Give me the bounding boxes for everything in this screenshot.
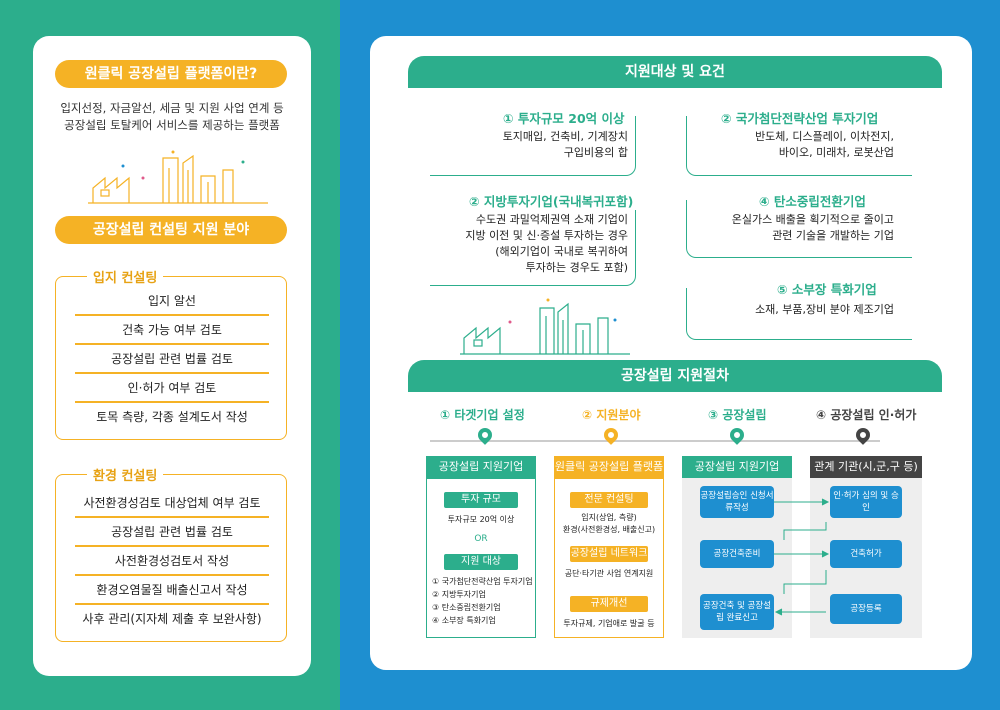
requirement-3-text-2: 지방 이전 및 신·증설 투자하는 경우 (465, 229, 628, 242)
env-item-1: 사전환경성검토 대상업체 여부 검토 (83, 496, 261, 510)
env-item-2: 공장설립 관련 법률 검토 (111, 525, 233, 539)
divider (75, 401, 269, 403)
step-4-label: ④ 공장설립 인·허가 (816, 408, 917, 422)
target-item-2: ② 지방투자기업 (432, 590, 486, 599)
regulation-text: 투자규제, 기업애로 발굴 등 (563, 619, 655, 628)
requirement-3-title: ② 지방투자기업(국내복귀포함) (464, 191, 639, 210)
divider (75, 545, 269, 547)
col-4-box-2: 건축허가 (830, 540, 902, 568)
step-2-label: ② 지원분야 (582, 408, 641, 422)
requirement-5-text-1: 소재, 부품,장비 분야 제조기업 (755, 303, 894, 316)
requirement-3-text-1: 수도권 과밀억제권역 소재 기업이 (475, 213, 628, 226)
requirement-2-title: ② 국가첨단전략산업 투자기업 (716, 108, 884, 127)
col-3-box-1: 공장설립승인 신청서류작성 (700, 486, 774, 518)
divider (75, 314, 269, 316)
requirement-3-text-3: (해외기업이 국내로 복귀하여 (495, 245, 628, 258)
left-panel: 원클릭 공장설립 플랫폼이란? 입지선정, 자금알선, 세금 및 지원 사업 연… (33, 36, 311, 676)
requirement-box-1 (430, 116, 636, 176)
consult-title: 공장설립 컨설팅 지원 분야 (55, 216, 287, 244)
divider (75, 516, 269, 518)
invest-scale-label: 투자 규모 (444, 492, 518, 508)
right-panel: 지원대상 및 요건 ① 투자규모 20억 이상 토지매입, 건축비, 기계장치 … (370, 36, 972, 670)
requirement-box-4 (686, 200, 912, 258)
expert-consult-text-1: 입지(상업, 측량) (581, 513, 637, 522)
col-2-header: 원클릭 공장설립 플랫폼 (554, 456, 664, 478)
invest-scale-text: 투자규모 20억 이상 (447, 515, 515, 524)
env-consult-title: 환경 컨설팅 (87, 465, 164, 484)
requirement-1-text-1: 토지매입, 건축비, 기계장치 (502, 130, 628, 143)
divider (75, 603, 269, 605)
requirement-4-title: ④ 탄소중립전환기업 (754, 191, 871, 210)
expert-consult-text-2: 환경(사전환경성, 배출신고) (562, 525, 656, 534)
step-1-pin-icon (475, 425, 495, 445)
network-label: 공장설립 네트워크 (570, 546, 648, 562)
requirement-3-text-4: 투자하는 경우도 포함) (525, 261, 628, 274)
requirement-box-5 (686, 288, 912, 340)
col-3-header: 공장설립 지원기업 (682, 456, 792, 478)
requirement-box-3 (430, 200, 636, 286)
env-item-5: 사후 관리(지자체 제출 후 보완사항) (82, 612, 262, 626)
factory-illustration (88, 150, 268, 204)
site-item-2: 건축 가능 여부 검토 (122, 323, 222, 337)
step-4-pin-icon (853, 425, 873, 445)
divider (75, 343, 269, 345)
requirement-2-text-2: 바이오, 미래차, 로봇산업 (778, 146, 894, 159)
requirement-4-text-2: 관련 기술을 개발하는 기업 (772, 229, 894, 242)
expert-consult-label: 전문 컨설팅 (570, 492, 648, 508)
site-item-5: 토목 측량, 각종 설계도서 작성 (96, 410, 248, 424)
col-4-box-1: 인·허가 심의 및 승인 (830, 486, 902, 518)
col-3-box-2: 공장건축준비 (700, 540, 774, 568)
requirement-4-text-1: 온실가스 배출을 획기적으로 줄이고 (731, 213, 894, 226)
target-section-title: 지원대상 및 요건 (408, 56, 942, 88)
site-item-3: 공장설립 관련 법률 검토 (111, 352, 233, 366)
col-1-header: 공장설립 지원기업 (426, 456, 536, 478)
site-consult-box (55, 276, 287, 440)
network-text: 공단·타기관 사업 연계지원 (564, 569, 654, 578)
intro-line-2: 공장설립 토탈케어 서비스를 제공하는 플랫폼 (64, 118, 280, 132)
target-item-1: ① 국가첨단전략산업 투자기업 (432, 577, 533, 586)
regulation-label: 규제개선 (570, 596, 648, 612)
divider (75, 372, 269, 374)
flow-arrows (774, 498, 830, 616)
col-3-box-3: 공장건축 및 공장설립 완료신고 (700, 594, 774, 630)
process-section-title: 공장설립 지원절차 (408, 360, 942, 392)
target-item-3: ③ 탄소중립전환기업 (432, 603, 501, 612)
target-item-4: ④ 소부장 특화기업 (432, 616, 496, 625)
factory-illustration (460, 298, 630, 355)
requirement-2-text-1: 반도체, 디스플레이, 이차전지, (755, 130, 894, 143)
or-text: OR (474, 534, 488, 544)
step-2-pin-icon (601, 425, 621, 445)
timeline-line (430, 440, 880, 442)
site-consult-title: 입지 컨설팅 (87, 267, 164, 286)
site-item-1: 입지 알선 (148, 294, 196, 308)
intro-title: 원클릭 공장설립 플랫폼이란? (55, 60, 287, 88)
step-1-label: ① 타겟기업 설정 (440, 408, 525, 422)
requirement-5-title: ⑤ 소부장 특화기업 (772, 279, 882, 298)
step-3-pin-icon (727, 425, 747, 445)
step-3-label: ③ 공장설립 (708, 408, 767, 422)
env-item-4: 환경오염물질 배출신고서 작성 (96, 583, 248, 597)
requirement-1-title: ① 투자규모 20억 이상 (498, 108, 630, 127)
divider (75, 574, 269, 576)
col-4-box-3: 공장등록 (830, 594, 902, 624)
env-consult-box (55, 474, 287, 642)
col-4-header: 관계 기관(시,군,구 등) (810, 456, 922, 478)
support-target-label: 지원 대상 (444, 554, 518, 570)
intro-line-1: 입지선정, 자금알선, 세금 및 지원 사업 연계 등 (60, 101, 284, 115)
requirement-1-text-2: 구입비용의 합 (563, 146, 628, 159)
site-item-4: 인·허가 여부 검토 (127, 381, 217, 395)
requirement-box-2 (686, 116, 912, 176)
env-item-3: 사전환경성검토서 작성 (114, 554, 230, 568)
